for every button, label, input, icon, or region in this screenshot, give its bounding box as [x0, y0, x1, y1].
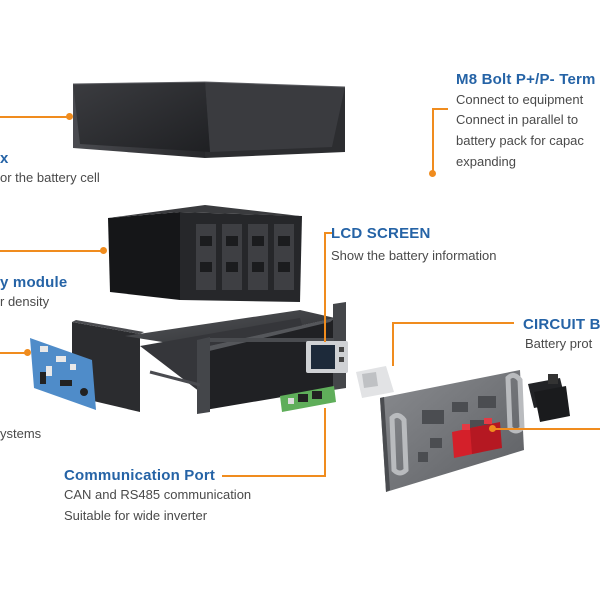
m8-bolt-line-2: Connect in parallel to: [456, 112, 579, 127]
m8-bolt-line-1: Connect to equipment: [456, 92, 584, 107]
battery-cell-block: [108, 205, 302, 302]
lcd-display: [306, 341, 348, 373]
communication-board: [280, 386, 336, 412]
comm-line-2: Suitable for wide inverter: [64, 508, 208, 523]
leader-breaker: [492, 428, 600, 430]
leader-m8-bolt-v: [432, 108, 434, 174]
leader-circuit-v: [392, 322, 394, 366]
comm-line-1: CAN and RS485 communication: [64, 487, 252, 502]
leader-module: [0, 250, 102, 252]
lcd-title: LCD SCREEN: [331, 225, 431, 242]
leader-circuit-h: [392, 322, 514, 324]
mounting-bracket: [356, 366, 394, 398]
terminal-block: [528, 374, 570, 422]
leader-comm-h: [222, 475, 326, 477]
leader-m8-bolt-dot: [429, 170, 436, 177]
leader-comm-v: [324, 408, 326, 477]
top-cover: [72, 81, 346, 158]
bms-board: [30, 338, 96, 410]
case-title: x: [0, 150, 9, 167]
leader-lcd-v: [324, 232, 326, 342]
chassis-tray: [125, 302, 346, 414]
battery-module-line-1: r density: [0, 294, 50, 309]
front-panel: [380, 370, 525, 492]
m8-bolt-line-3: battery pack for capac: [456, 133, 584, 148]
m8-bolt-line-4: expanding: [456, 154, 516, 169]
leader-bms-dot: [24, 349, 31, 356]
bms-line-1: ystems: [0, 426, 42, 441]
comm-title: Communication Port: [64, 467, 216, 484]
leader-breaker-dot: [489, 425, 496, 432]
leader-m8-bolt-h: [432, 108, 448, 110]
circuit-title: CIRCUIT B: [523, 316, 600, 333]
battery-module-title: y module: [0, 274, 68, 291]
circuit-line-1: Battery prot: [525, 336, 593, 351]
case-line-1: or the battery cell: [0, 170, 100, 185]
leader-case-dot: [66, 113, 73, 120]
leader-module-dot: [100, 247, 107, 254]
m8-bolt-title: M8 Bolt P+/P- Term: [456, 71, 596, 88]
lcd-line-1: Show the battery information: [331, 248, 497, 263]
leader-lcd-h: [324, 232, 332, 234]
leader-case: [0, 116, 70, 118]
leader-bms: [0, 352, 28, 354]
